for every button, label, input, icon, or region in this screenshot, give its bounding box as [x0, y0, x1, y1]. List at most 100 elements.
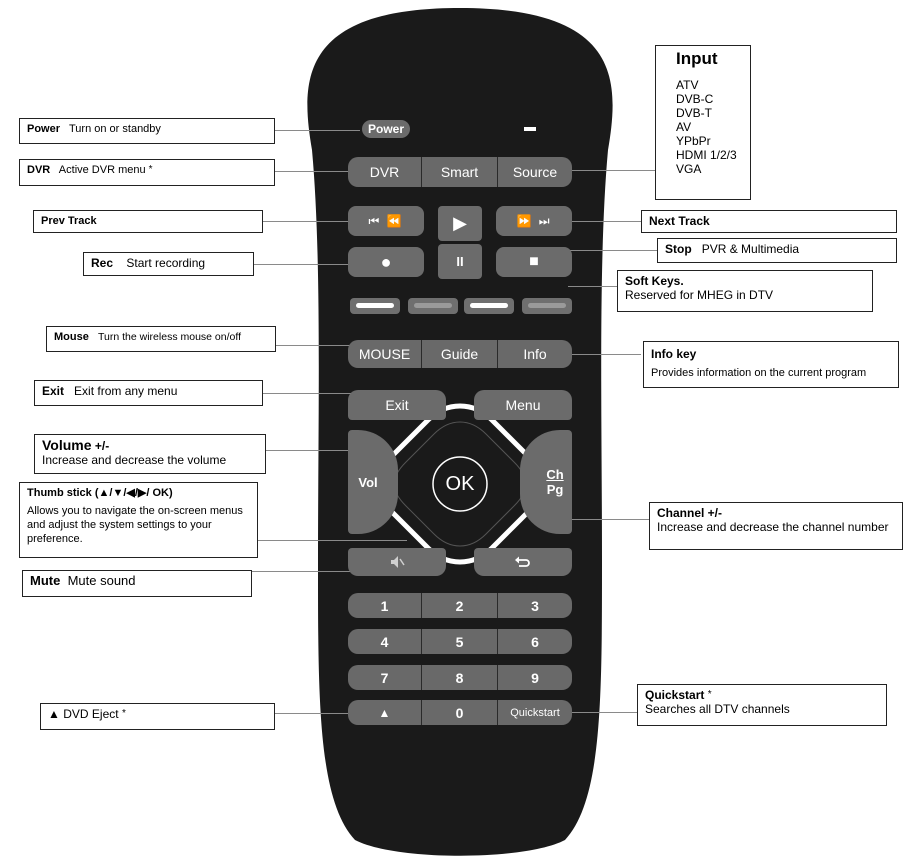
number-row-3: 7 8 9: [348, 665, 572, 690]
eject-button[interactable]: ▲: [348, 700, 422, 725]
pause-button[interactable]: II: [438, 244, 482, 279]
callout-power: Power Turn on or standby: [19, 118, 275, 144]
thumb-stick-ring[interactable]: [375, 403, 545, 565]
guide-button[interactable]: Guide: [422, 340, 498, 368]
back-button[interactable]: [474, 548, 572, 576]
callout-quickstart-key: Quickstart: [645, 688, 705, 702]
digit-7-button[interactable]: 7: [348, 665, 422, 690]
callout-exit-desc: Exit from any menu: [74, 384, 178, 398]
number-row-1: 1 2 3: [348, 593, 572, 618]
channel-button[interactable]: Ch Pg: [520, 430, 572, 534]
callout-soft-keys: Soft Keys. Reserved for MHEG in DTV: [617, 270, 873, 312]
callout-input-item: DVB-C: [676, 92, 714, 106]
callout-thumb-key: Thumb stick (▲/▼/◀/▶/ OK): [27, 487, 173, 499]
digit-5-button[interactable]: 5: [422, 629, 498, 654]
callout-mute-key: Mute: [30, 573, 61, 588]
ok-button-ring: [432, 456, 488, 512]
ok-button[interactable]: OK: [445, 472, 475, 495]
next-track-button[interactable]: ⏩ ⏭: [496, 206, 572, 236]
dvr-button[interactable]: DVR: [348, 157, 422, 187]
callout-soft-desc: Reserved for MHEG in DTV: [625, 288, 774, 302]
callout-next-key: Next Track: [649, 214, 710, 228]
callout-channel: Channel +/- Increase and decrease the ch…: [649, 502, 903, 550]
callout-rec-key: Rec: [91, 256, 114, 270]
callout-rec-desc: Start recording: [126, 256, 206, 270]
callout-thumb-stick: Thumb stick (▲/▼/◀/▶/ OK) Allows you to …: [19, 482, 258, 558]
callout-input-title: Input: [676, 49, 718, 68]
number-row-2: 4 5 6: [348, 629, 572, 654]
callout-eject-desc: DVD Eject: [63, 707, 119, 721]
volume-button[interactable]: Vol: [348, 430, 398, 534]
exit-button[interactable]: Exit: [348, 390, 446, 420]
callout-dvr-star: *: [148, 164, 153, 175]
return-icon: [515, 556, 530, 567]
callout-input-item: HDMI 1/2/3: [676, 148, 737, 162]
callout-input-item: VGA: [676, 162, 702, 176]
callout-soft-key: Soft Keys.: [625, 274, 684, 288]
digit-9-button[interactable]: 9: [498, 665, 572, 690]
callout-volume-suffix: +/-: [94, 439, 110, 453]
callout-mouse-desc: Turn the wireless mouse on/off: [98, 331, 242, 343]
callout-info-desc: Provides information on the current prog…: [651, 367, 867, 379]
callout-eject-star: *: [121, 708, 126, 719]
callout-mute: Mute Mute sound: [22, 570, 252, 597]
speaker-mute-icon: [391, 556, 405, 568]
digit-8-button[interactable]: 8: [422, 665, 498, 690]
soft-key-4[interactable]: [522, 298, 572, 314]
callout-input-item: ATV: [676, 78, 699, 92]
record-button[interactable]: ●: [348, 247, 424, 277]
callout-next-track: Next Track: [641, 210, 897, 233]
number-row-4: ▲ 0 Quickstart: [348, 700, 572, 725]
callout-power-desc: Turn on or standby: [69, 123, 161, 135]
callout-channel-key: Channel +/-: [657, 506, 723, 520]
digit-4-button[interactable]: 4: [348, 629, 422, 654]
callout-mouse-key: Mouse: [54, 331, 89, 343]
callout-channel-desc: Increase and decrease the channel number: [657, 520, 889, 534]
quickstart-button[interactable]: Quickstart: [498, 700, 572, 725]
callout-dvr: DVR Active DVR menu *: [19, 159, 275, 186]
callout-quickstart-desc: Searches all DTV channels: [645, 702, 790, 716]
callout-input-item: AV: [676, 120, 692, 134]
digit-0-button[interactable]: 0: [422, 700, 498, 725]
callout-dvr-key: DVR: [27, 164, 51, 176]
source-button[interactable]: Source: [498, 157, 572, 187]
callout-volume-key: Volume: [42, 437, 92, 453]
soft-key-1[interactable]: [350, 298, 400, 314]
callout-rec: Rec Start recording: [83, 252, 254, 276]
callout-input-item: DVB-T: [676, 106, 712, 120]
callout-stop-key: Stop: [665, 242, 692, 256]
power-button[interactable]: Power: [362, 120, 410, 138]
callout-prev-key: Prev Track: [41, 215, 97, 227]
info-button[interactable]: Info: [498, 340, 572, 368]
mouse-button[interactable]: MOUSE: [348, 340, 422, 368]
digit-1-button[interactable]: 1: [348, 593, 422, 618]
digit-6-button[interactable]: 6: [498, 629, 572, 654]
digit-3-button[interactable]: 3: [498, 593, 572, 618]
callout-thumb-desc: Allows you to navigate the on-screen men…: [27, 505, 243, 545]
prev-track-button[interactable]: ⏮ ⏪: [348, 206, 424, 236]
callout-exit: Exit Exit from any menu: [34, 380, 263, 406]
menu-button[interactable]: Menu: [474, 390, 572, 420]
callout-info: Info key Provides information on the cur…: [643, 341, 899, 388]
soft-key-3[interactable]: [464, 298, 514, 314]
callout-volume: Volume +/- Increase and decrease the vol…: [34, 434, 266, 474]
callout-quickstart-star: *: [707, 689, 712, 700]
callout-exit-key: Exit: [42, 384, 65, 398]
callout-volume-desc: Increase and decrease the volume: [42, 453, 227, 467]
soft-key-2[interactable]: [408, 298, 458, 314]
callout-stop-desc: PVR & Multimedia: [701, 242, 800, 256]
callout-prev-track: Prev Track: [33, 210, 263, 233]
smart-button[interactable]: Smart: [422, 157, 498, 187]
callout-input: Input ATV DVB-C DVB-T AV YPbPr HDMI 1/2/…: [655, 45, 751, 200]
digit-2-button[interactable]: 2: [422, 593, 498, 618]
callout-mouse: Mouse Turn the wireless mouse on/off: [46, 326, 276, 352]
play-button[interactable]: ▶: [438, 206, 482, 241]
stop-button[interactable]: ■: [496, 247, 572, 277]
callout-quickstart: Quickstart * Searches all DTV channels: [637, 684, 887, 726]
nav-row: MOUSE Guide Info: [348, 340, 572, 368]
callout-dvr-desc: Active DVR menu: [58, 164, 146, 176]
callout-mute-desc: Mute sound: [67, 573, 136, 588]
mute-button[interactable]: [348, 548, 446, 576]
callout-eject-key: ▲: [48, 707, 60, 721]
callout-power-key: Power: [27, 123, 61, 135]
